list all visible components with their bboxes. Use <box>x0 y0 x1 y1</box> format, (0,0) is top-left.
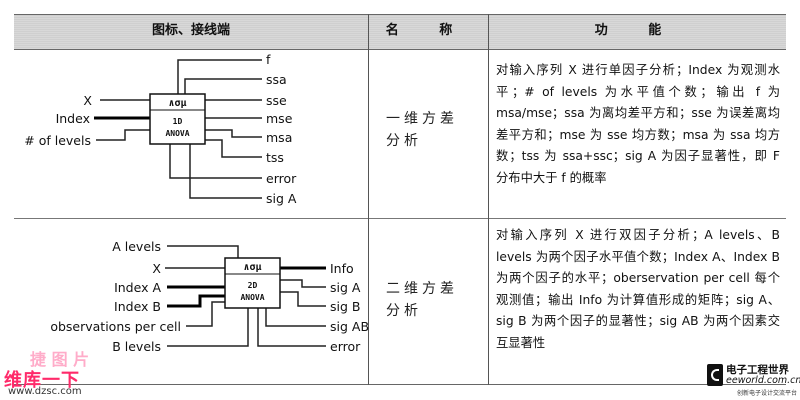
row2-name: 二维方差 分析 <box>386 278 478 322</box>
terminal-info: Info <box>330 261 354 276</box>
row2-name-line2: 分析 <box>386 303 422 319</box>
table-header-bar <box>14 14 786 50</box>
column-divider <box>368 14 369 385</box>
header-icon-terminals: 图标、接线端 <box>151 23 230 38</box>
column-divider <box>488 14 489 385</box>
terminal-a-levels: A levels <box>112 239 161 254</box>
terminal-x: X <box>83 93 92 108</box>
watermark-text: 维库一下 <box>4 370 80 391</box>
terminal-sig-b: sig B <box>330 299 360 314</box>
anova-2d-line2: ANOVA <box>240 293 264 302</box>
anova-2d-glyph: ∧σμ <box>243 262 261 273</box>
terminal-index-b: Index B <box>114 299 161 314</box>
terminal-error: error <box>266 171 297 186</box>
watermark-url: www.dzsc.com <box>8 386 82 397</box>
row1-name-line2: 分析 <box>386 133 422 149</box>
row2-name-line1: 二维方差 <box>386 281 458 297</box>
row1-description: 对输入序列 X 进行单因子分析；Index 为观测水平；# of levels … <box>496 63 780 185</box>
anova-1d-icon: ∧σμ 1D ANOVA X Index # of levels f ssa s… <box>24 52 297 206</box>
terminal-x-2d: X <box>152 261 161 276</box>
terminal-index-a: Index A <box>114 280 161 295</box>
logo-tagline: 创新电子设计交流平台 <box>737 390 798 397</box>
terminal-error-2d: error <box>330 339 361 354</box>
logo-title: 电子工程世界 <box>726 364 789 376</box>
row-divider <box>14 218 786 219</box>
row1-name-line1: 一维方差 <box>386 111 458 127</box>
terminal-msa: msa <box>266 130 292 145</box>
eeworld-logo-icon <box>707 364 723 386</box>
terminal-f: f <box>266 52 271 67</box>
terminal-ssa: ssa <box>266 72 287 87</box>
anova-1d-line1: 1D <box>173 117 183 126</box>
terminal-tss: tss <box>266 150 284 165</box>
terminal-num-levels: # of levels <box>24 133 91 148</box>
header-name: 名 称 <box>385 23 471 38</box>
anova-2d-icon: ∧σμ 2D ANOVA A levels X Index A Index B … <box>50 239 369 354</box>
terminal-b-levels: B levels <box>112 339 161 354</box>
terminal-sig-ab: sig AB <box>330 319 369 334</box>
watermark-top: 捷 图 片 <box>30 350 90 369</box>
terminal-index: Index <box>56 111 90 126</box>
anova-2d-line1: 2D <box>248 281 258 290</box>
terminal-sig-a: sig A <box>266 191 297 206</box>
table-bottom-rule <box>14 384 786 385</box>
terminal-observations-per-cell: observations per cell <box>50 319 181 334</box>
row2-description: 对输入序列 X 进行双因子分析；A levels、B levels 为两个因子水… <box>496 228 780 350</box>
terminal-mse: mse <box>266 111 293 126</box>
anova-1d-glyph: ∧σμ <box>168 98 186 109</box>
header-function: 功 能 <box>594 23 680 38</box>
terminal-sse: sse <box>266 93 287 108</box>
terminal-sig-a-2d: sig A <box>330 280 361 295</box>
row1-name: 一维方差 分析 <box>386 108 478 152</box>
anova-1d-line2: ANOVA <box>165 129 189 138</box>
logo-site: eeworld.com.cn <box>726 375 800 386</box>
